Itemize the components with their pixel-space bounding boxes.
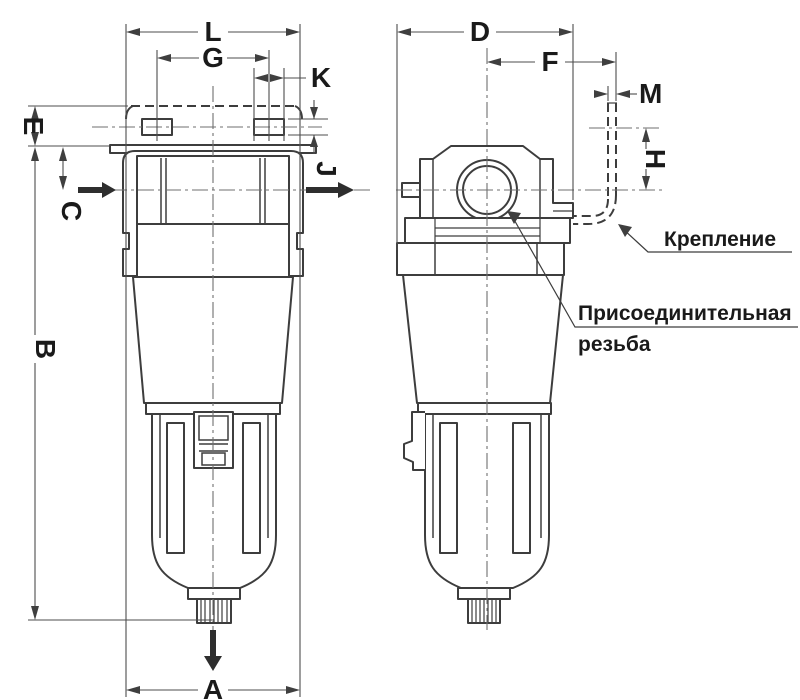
bracket-leader-line [621, 227, 792, 253]
dimension-K: K [253, 62, 331, 141]
side-head-block [419, 145, 574, 219]
front-view [84, 86, 372, 630]
mounting-bracket-side [573, 102, 617, 225]
dim-label-j: J [311, 161, 342, 177]
dim-label-e: E [18, 117, 49, 136]
dim-label-g: G [202, 42, 224, 73]
dimension-L: L [125, 16, 301, 697]
side-drain-stem [457, 587, 511, 600]
front-bowl-slot [166, 422, 185, 554]
thread-leader-line [511, 215, 798, 328]
dimension-B: B [28, 147, 212, 621]
front-drain-stem [187, 587, 241, 600]
dimension-C: C [56, 147, 87, 221]
side-drain-knurling [471, 600, 497, 622]
thread-leader-arrowhead [507, 211, 521, 224]
side-latch-hook [403, 411, 425, 471]
dimension-F: F [487, 46, 617, 101]
dim-label-f: F [541, 46, 558, 77]
dim-label-m: M [639, 78, 662, 109]
dim-label-d: D [470, 16, 490, 47]
side-bowl-slot [512, 422, 531, 554]
front-drain-knurling [200, 600, 228, 622]
side-bowl-slot [439, 422, 458, 554]
dimension-M: M [594, 78, 662, 109]
dim-label-h: H [640, 149, 671, 169]
dim-label-c: C [56, 201, 87, 221]
outlet-flow-arrow [306, 182, 354, 198]
dimension-D: D [396, 16, 574, 250]
side-bowl-ring [417, 402, 552, 415]
dim-label-a: A [203, 674, 223, 700]
drain-flow-arrow [204, 630, 222, 671]
side-body-taper [402, 274, 564, 404]
front-bowl-slot [242, 422, 261, 554]
dimension-G: G [156, 42, 270, 141]
dim-label-l: L [204, 16, 221, 47]
callout-thread: Присоединительная резьба [507, 211, 798, 356]
thread-label-line1: Присоединительная [578, 302, 792, 325]
side-band-lower [396, 242, 565, 276]
dimension-H: H [640, 128, 671, 190]
dimension-A: A [126, 674, 300, 700]
dimension-E: E [18, 105, 128, 147]
callout-bracket: Крепление [618, 224, 792, 253]
bracket-label: Крепление [664, 228, 776, 251]
dim-label-b: B [30, 339, 61, 359]
inlet-flow-arrow [78, 182, 116, 198]
dim-label-k: K [311, 62, 331, 93]
side-view [396, 48, 662, 630]
thread-label-line2: резьба [578, 333, 651, 356]
dimension-J: J [288, 100, 342, 177]
mounting-bracket-front [125, 105, 303, 136]
